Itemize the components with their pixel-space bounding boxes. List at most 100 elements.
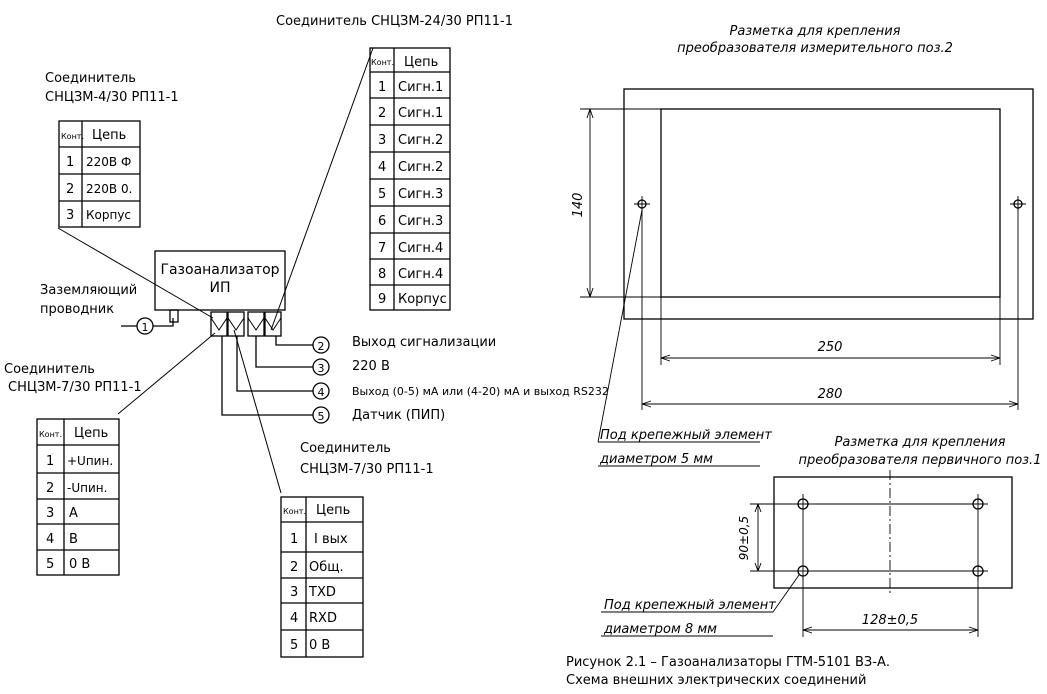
- c7b-pin-3: 3: [290, 585, 298, 600]
- leader-c24: [270, 47, 374, 331]
- c7a-title-1: Соединитель: [4, 362, 95, 377]
- cable-1-num: 1: [142, 321, 149, 334]
- cable-5-label: Датчик (ПИП): [352, 408, 445, 423]
- hole-note-4: диаметром 8 мм: [603, 622, 717, 637]
- c24-circuit-3: Сигн.2: [398, 133, 443, 148]
- c7a-pin-2: 2: [46, 481, 54, 496]
- c7a-pin-1: 1: [46, 454, 54, 469]
- c7a-head-circuit: Цепь: [74, 426, 108, 441]
- c7b-circuit-2: Общ.: [309, 560, 344, 575]
- c4-circuit-2: 220В 0.: [86, 182, 132, 196]
- meas-title-1: Разметка для крепления: [730, 24, 901, 39]
- c4-pin-2: 2: [66, 182, 74, 197]
- dim-90: 90±0,5: [737, 516, 751, 560]
- cable-2: [275, 336, 313, 346]
- c24-pin-3: 3: [378, 133, 386, 148]
- prim-layout: [601, 470, 1013, 637]
- dim-280: 280: [818, 387, 843, 402]
- prim-title-2: преобразователя первичного поз.1: [799, 453, 1042, 468]
- c7a-pin-3: 3: [46, 506, 54, 521]
- cable-2-num: 2: [318, 340, 325, 353]
- c7b-circuit-5: 0 В: [309, 638, 330, 653]
- c7b-title-2: СНЦЗМ-7/30 РП11-1: [300, 462, 434, 477]
- c7a-circuit-4: В: [69, 532, 78, 547]
- c7a-head-pin: Конт.: [39, 430, 62, 439]
- table-c4: [58, 120, 141, 228]
- c4-pin-3: 3: [66, 208, 74, 223]
- c7a-title-2: СНЦЗМ-7/30 РП11-1: [8, 380, 142, 395]
- c24-circuit-7: Сигн.4: [398, 241, 443, 256]
- c7b-title-1: Соединитель: [300, 441, 391, 456]
- c7b-circuit-4: RXD: [309, 611, 337, 626]
- dim-250: 250: [818, 340, 843, 355]
- c4-circuit-1: 220В Ф: [86, 155, 131, 169]
- meter-title: Газоанализатор: [160, 262, 279, 278]
- c24-circuit-8: Сигн.4: [398, 267, 443, 282]
- dim-140: 140: [571, 193, 586, 218]
- c7a-pin-5: 5: [46, 557, 54, 572]
- cable-2-label: Выход сигнализации: [352, 335, 496, 350]
- ground-label-2: проводник: [40, 302, 114, 317]
- table-c7b: [280, 496, 364, 658]
- cable-5-num: 5: [318, 410, 325, 423]
- c7a-circuit-1: +Uпин.: [67, 454, 113, 468]
- hole-note-3: Под крепежный элемент: [604, 598, 776, 613]
- c24-pin-2: 2: [378, 106, 386, 121]
- c24-circuit-4: Сигн.2: [398, 160, 443, 175]
- c24-pin-9: 9: [378, 292, 386, 307]
- meter-subtitle: ИП: [210, 280, 231, 296]
- c24-title: Соединитель СНЦЗМ-24/30 РП11-1: [276, 14, 513, 29]
- prim-title-1: Разметка для крепления: [835, 435, 1006, 450]
- c24-pin-8: 8: [378, 267, 386, 282]
- c7b-circuit-3: TXD: [308, 585, 336, 600]
- c24-circuit-9: Корпус: [398, 292, 447, 307]
- cable-4-label: Выход (0-5) мА или (4-20) мА и выход RS2…: [352, 385, 609, 398]
- c24-pin-7: 7: [378, 241, 386, 256]
- c24-circuit-2: Сигн.1: [398, 106, 443, 121]
- c7a-circuit-5: 0 В: [69, 557, 90, 572]
- leader-c7a: [117, 332, 216, 415]
- caption-1: Рисунок 2.1 – Газоанализаторы ГТМ-5101 В…: [566, 655, 890, 670]
- hole-note-1: Под крепежный элемент: [600, 428, 772, 443]
- c4-head-pin: Конт.: [61, 132, 84, 141]
- meas-layout: [580, 88, 1034, 467]
- c24-circuit-1: Сигн.1: [398, 80, 443, 95]
- table-c7a: [36, 418, 120, 576]
- cable-3-num: 3: [318, 362, 325, 375]
- c24-circuit-6: Сигн.3: [398, 214, 443, 229]
- connector-sockets: [210, 311, 282, 337]
- c4-title-1: Соединитель: [45, 71, 136, 86]
- c24-circuit-5: Сигн.3: [398, 187, 443, 202]
- c7b-pin-4: 4: [290, 611, 298, 626]
- leader-c7b: [233, 329, 282, 494]
- c24-pin-5: 5: [378, 187, 386, 202]
- caption-2: Схема внешних электрических соединений: [566, 673, 866, 688]
- cable-4: [236, 336, 313, 392]
- c7a-circuit-2: -Uпин.: [67, 481, 107, 495]
- dim-128: 128±0,5: [862, 613, 918, 628]
- c7b-head-circuit: Цепь: [316, 503, 350, 518]
- c24-pin-6: 6: [378, 214, 386, 229]
- c7b-circuit-1: I вых: [314, 532, 348, 547]
- cable-5: [221, 336, 313, 416]
- meas-title-2: преобразователя измерительного поз.2: [677, 41, 953, 56]
- c4-head-circuit: Цепь: [92, 128, 126, 143]
- ground-label-1: Заземляющий: [40, 283, 137, 298]
- c7b-pin-5: 5: [290, 638, 298, 653]
- cable-4-num: 4: [318, 386, 325, 399]
- c7b-pin-1: 1: [290, 532, 298, 547]
- c24-head-circuit: Цепь: [404, 55, 438, 70]
- cable-3-label: 220 В: [352, 359, 390, 374]
- c7b-head-pin: Конт.: [283, 507, 306, 516]
- c4-pin-1: 1: [66, 155, 74, 170]
- table-c24: [369, 47, 451, 311]
- c24-head-pin: Конт.: [371, 58, 394, 67]
- c7a-circuit-3: А: [69, 506, 78, 521]
- c4-circuit-3: Корпус: [86, 208, 131, 222]
- analyzer-box: [154, 250, 286, 311]
- c24-pin-4: 4: [378, 160, 386, 175]
- c4-title-2: СНЦЗМ-4/30 РП11-1: [45, 90, 179, 105]
- leader-c4: [57, 227, 214, 319]
- c7b-pin-2: 2: [290, 560, 298, 575]
